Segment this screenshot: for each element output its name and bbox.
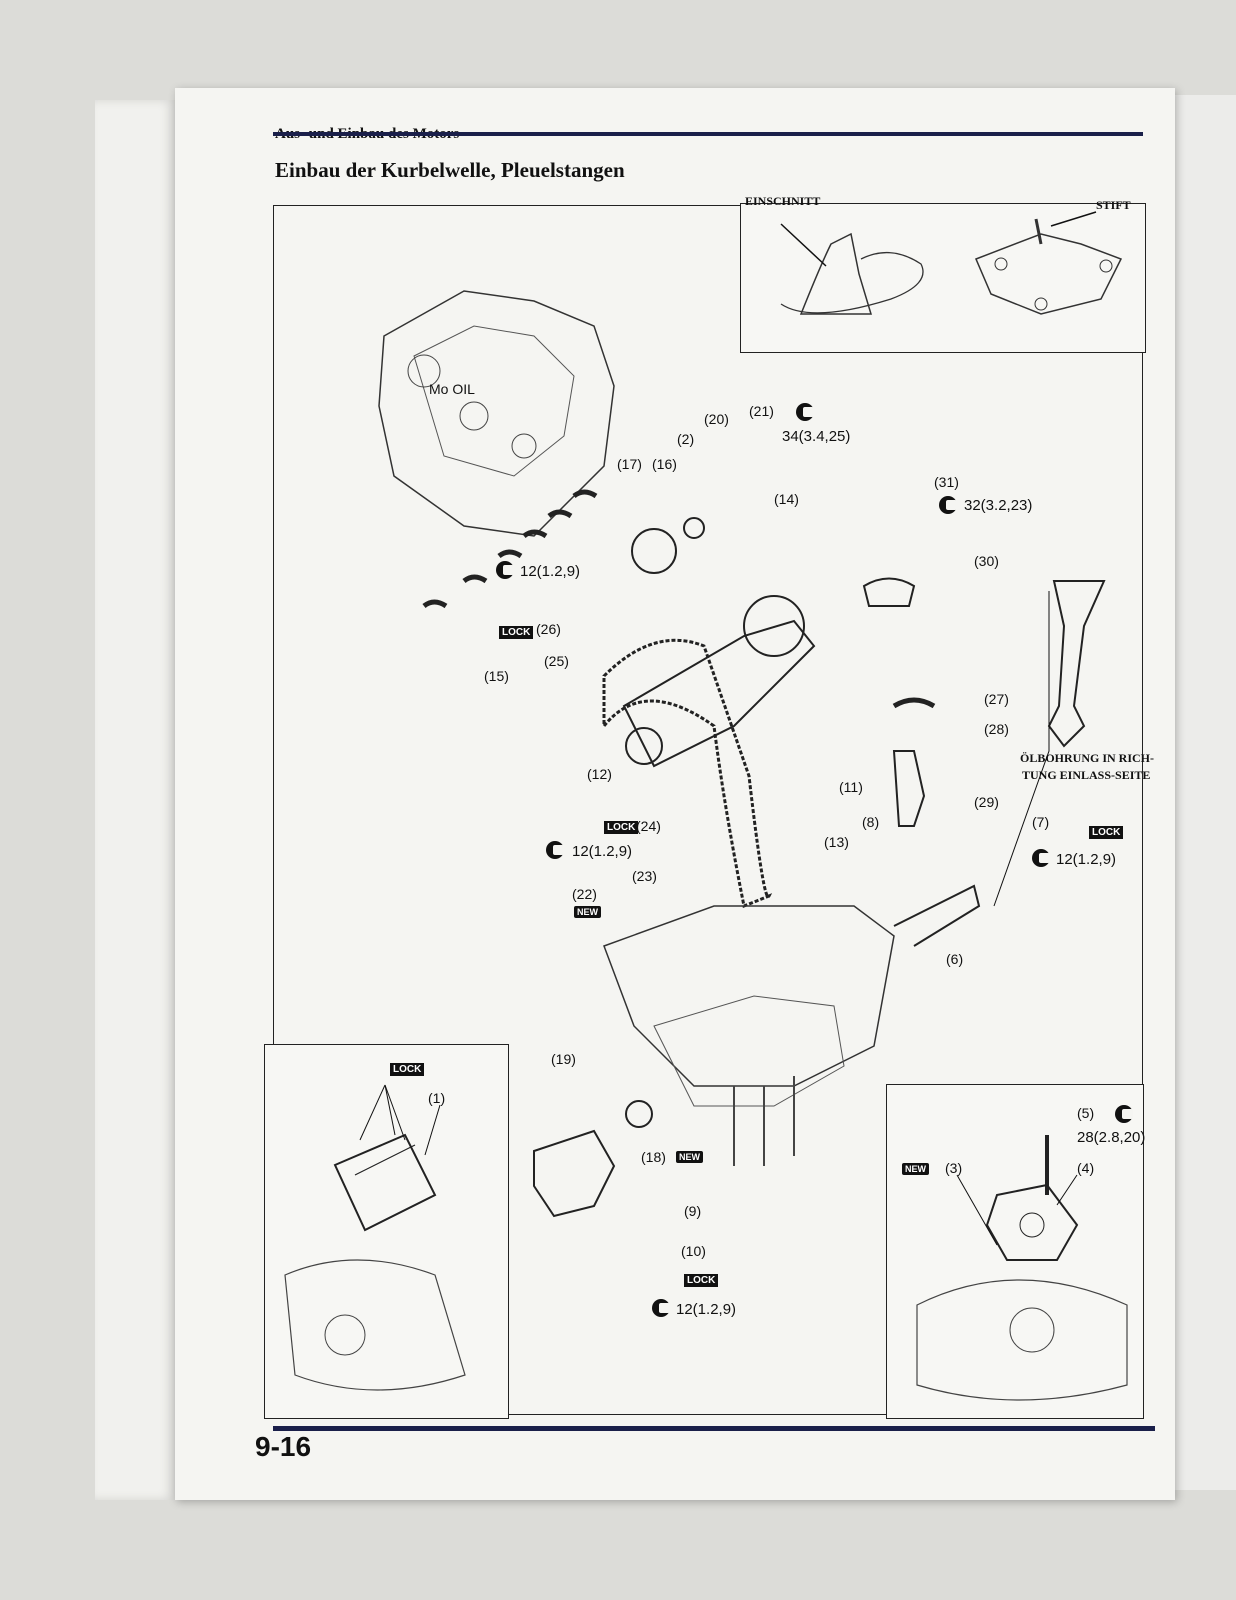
label-part-23: (23): [632, 868, 657, 884]
label-part-26: (26): [536, 621, 561, 637]
label-stift: STIFT: [1096, 198, 1131, 212]
label-part-20: (20): [704, 411, 729, 427]
label-part-28: (28): [984, 721, 1009, 737]
manual-page: Aus- und Einbau des Motors Einbau der Ku…: [175, 88, 1175, 1500]
lock-icon: LOCK: [684, 1274, 719, 1287]
label-part-17: (17): [617, 456, 642, 472]
inset-top-right: EINSCHNITT STIFT: [740, 194, 1146, 353]
new-part-icon: NEW: [676, 1151, 703, 1163]
label-part-29: (29): [974, 794, 999, 810]
label-part-1: (1): [428, 1090, 446, 1106]
label-part-9: (9): [684, 1203, 702, 1219]
torque-wrench-icon: [496, 561, 514, 579]
footer-rule: [273, 1426, 1155, 1431]
label-part-27: (27): [984, 691, 1009, 707]
next-page-strip: [1175, 95, 1236, 1490]
label-part-25: (25): [544, 653, 569, 669]
inset-bottom-left-drawing: [284, 1084, 466, 1391]
torque-31: 32(3.2,23): [964, 497, 1033, 514]
exploded-view-drawing: [378, 290, 1106, 1218]
torque-wrench-icon: [1032, 849, 1050, 867]
inset-bottom-right-drawing: [916, 1135, 1128, 1401]
torque-wrench-icon: [652, 1299, 670, 1317]
torque-24: 12(1.2,9): [572, 843, 633, 860]
torque-wrench-icon: [546, 841, 564, 859]
label-part-31: (31): [934, 474, 959, 490]
page-number: 9-16: [255, 1431, 312, 1462]
label-part-21: (21): [749, 403, 774, 419]
torque-7: 12(1.2,9): [1056, 851, 1117, 868]
torque-21: 34(3.4,25): [782, 428, 851, 445]
note-oil-hole-line1: ÖLBOHRUNG IN RICH-: [1020, 751, 1155, 765]
label-part-18: (18): [641, 1149, 666, 1165]
new-part-icon: NEW: [574, 906, 601, 918]
moly-oil-mark: Mo OIL: [429, 381, 475, 397]
label-part-13: (13): [824, 834, 849, 850]
lock-icon: LOCK: [499, 626, 534, 639]
torque-5: 28(2.8,20): [1077, 1129, 1146, 1146]
lock-icon: LOCK: [604, 821, 639, 834]
label-part-7: (7): [1032, 814, 1050, 830]
label-part-11: (11): [839, 779, 863, 795]
label-part-3: (3): [945, 1160, 963, 1176]
label-part-22: (22): [572, 886, 597, 902]
label-part-4: (4): [1077, 1160, 1095, 1176]
label-part-10: (10): [681, 1243, 706, 1259]
inset-top-drawing: [780, 211, 1123, 315]
label-part-30: (30): [974, 553, 999, 569]
label-einschnitt: EINSCHNITT: [745, 194, 821, 208]
label-part-15: (15): [484, 668, 509, 684]
label-part-16: (16): [652, 456, 677, 472]
label-part-2: (2): [677, 431, 695, 447]
label-part-8: (8): [862, 814, 880, 830]
note-oil-hole-line2: TUNG EINLASS-SEITE: [1022, 768, 1151, 782]
inset-bottom-left: LOCK (1): [264, 1044, 509, 1419]
torque-10: 12(1.2,9): [676, 1301, 737, 1318]
page-title: Einbau der Kurbelwelle, Pleuelstangen: [275, 158, 625, 182]
torque-left: 12(1.2,9): [520, 563, 581, 580]
new-part-icon: NEW: [902, 1163, 929, 1175]
label-part-14: (14): [774, 491, 799, 507]
torque-wrench-icon: [939, 496, 957, 514]
label-part-6: (6): [946, 951, 964, 967]
book-page-edges: [95, 100, 175, 1500]
label-part-12: (12): [587, 766, 612, 782]
lock-icon: LOCK: [1089, 826, 1124, 839]
label-part-24: (24): [636, 818, 661, 834]
torque-wrench-icon: [796, 403, 814, 421]
lock-icon: LOCK: [390, 1063, 425, 1076]
label-part-5: (5): [1077, 1105, 1095, 1121]
label-part-19: (19): [551, 1051, 576, 1067]
diagram-frame: EINSCHNITT STIFT: [264, 194, 1154, 1419]
torque-wrench-icon: [1115, 1105, 1133, 1123]
inset-bottom-right: (5) 28(2.8,20) NEW (3) (4): [886, 1084, 1146, 1419]
header-rule: [273, 132, 1143, 136]
